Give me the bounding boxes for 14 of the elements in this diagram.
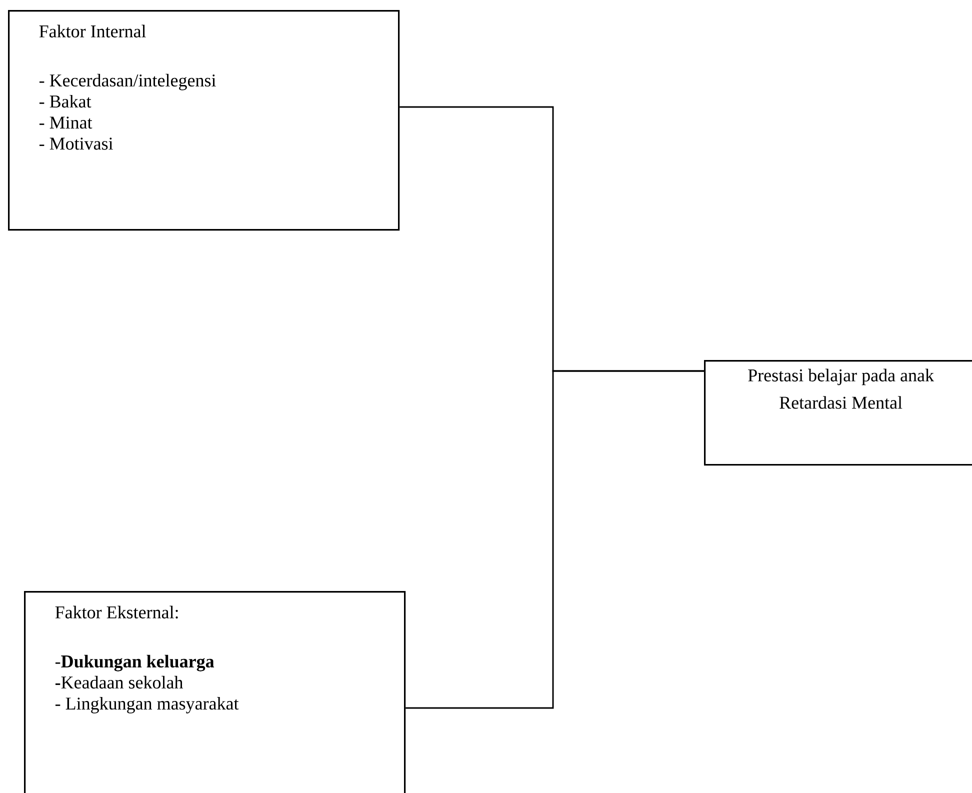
list-text: -Dukungan keluarga: [55, 654, 214, 672]
list-text: -Keadaan sekolah: [55, 676, 183, 689]
text-box: [704, 360, 972, 466]
list-text: - Bakat: [39, 94, 92, 108]
list-text: - Motivasi: [39, 138, 113, 150]
connector-line: [406, 370, 704, 709]
list-text: - Kecerdasan/intelegensi: [39, 74, 216, 90]
text-box: [8, 10, 400, 231]
box-text: Faktor Internal: [39, 24, 146, 38]
box-text: Prestasi belajar pada anak Retardasi Mental: [748, 368, 934, 409]
text-box: [24, 591, 406, 793]
list-text: - Minat: [39, 116, 92, 129]
list-text: - Lingkungan masyarakat: [55, 697, 239, 714]
box-text: Faktor Eksternal:: [55, 606, 178, 619]
